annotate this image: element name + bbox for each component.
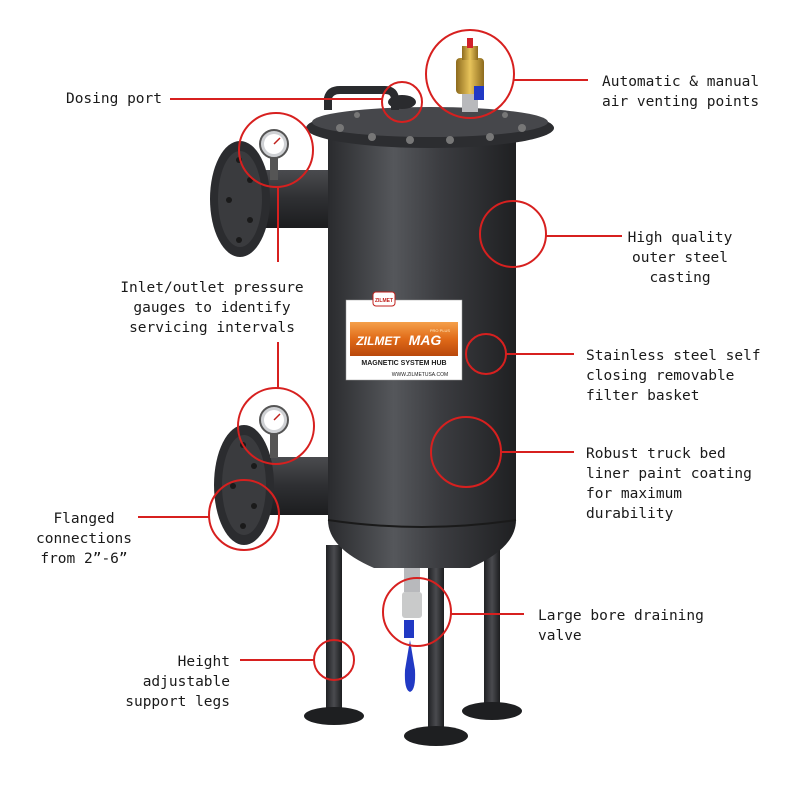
- callout-air-vent: Automatic & manual air venting points: [602, 74, 760, 110]
- label-system: MAGNETIC SYSTEM HUB: [361, 360, 446, 367]
- inlet-flange-face: [218, 151, 262, 247]
- callout-paint-coating: Robust truck bed liner paint coating for…: [586, 446, 752, 522]
- leg-foot-left: [304, 707, 364, 725]
- callout-circle-air-vent: [425, 29, 515, 119]
- callout-dosing-port: Dosing port: [65, 91, 162, 107]
- callout-circle-outer-casting: [479, 200, 547, 268]
- upper-pressure-gauge: [259, 129, 289, 180]
- vessel-lid-top: [312, 107, 548, 137]
- product-label: ZILMET ZILMET MAG PRO PLUS MAGNETIC SYST…: [345, 291, 463, 381]
- callout-pressure-gauges: Inlet/outlet pressure gauges to identify…: [120, 280, 304, 336]
- label-website: WWW.ZILMETUSA.COM: [392, 372, 448, 378]
- callout-flanged: Flanged connections from 2”-6”: [35, 511, 133, 567]
- lower-pressure-gauge: [259, 405, 289, 458]
- label-product: MAG: [409, 332, 442, 348]
- callout-circle-dosing-port: [381, 81, 423, 123]
- label-brand: ZILMET: [355, 334, 401, 348]
- label-badge: ZILMET: [375, 298, 393, 304]
- leg-foot-right: [462, 702, 522, 720]
- leg-foot-center: [404, 726, 468, 746]
- callout-filter-basket: Stainless steel self closing removable f…: [586, 348, 761, 404]
- callout-circle-upper-gauge: [238, 112, 314, 188]
- air-vent: [456, 38, 484, 112]
- support-leg-right: [484, 540, 500, 710]
- callout-drain-valve: Large bore draining valve: [538, 608, 704, 644]
- support-leg-left: [326, 545, 342, 715]
- support-legs: [304, 540, 522, 746]
- inlet-pipe: [210, 141, 342, 257]
- label-tagline: PRO PLUS: [430, 328, 451, 333]
- outlet-pipe: [214, 425, 342, 545]
- support-leg-center: [428, 555, 444, 735]
- outlet-flange-face: [222, 435, 266, 535]
- callout-circle-drain-valve: [382, 577, 452, 647]
- drain-valve: [402, 568, 422, 692]
- vessel-bottom-seam: [327, 519, 517, 528]
- dosing-port-plug: [388, 95, 416, 109]
- callout-circle-lower-gauge: [237, 387, 315, 465]
- callout-support-legs: Height adjustable support legs: [125, 654, 230, 710]
- lid-handle: [324, 86, 399, 110]
- callout-circle-flanged: [208, 479, 280, 551]
- callout-outer-casting: High quality outer steel casting: [627, 230, 733, 286]
- callout-markers: [138, 29, 622, 681]
